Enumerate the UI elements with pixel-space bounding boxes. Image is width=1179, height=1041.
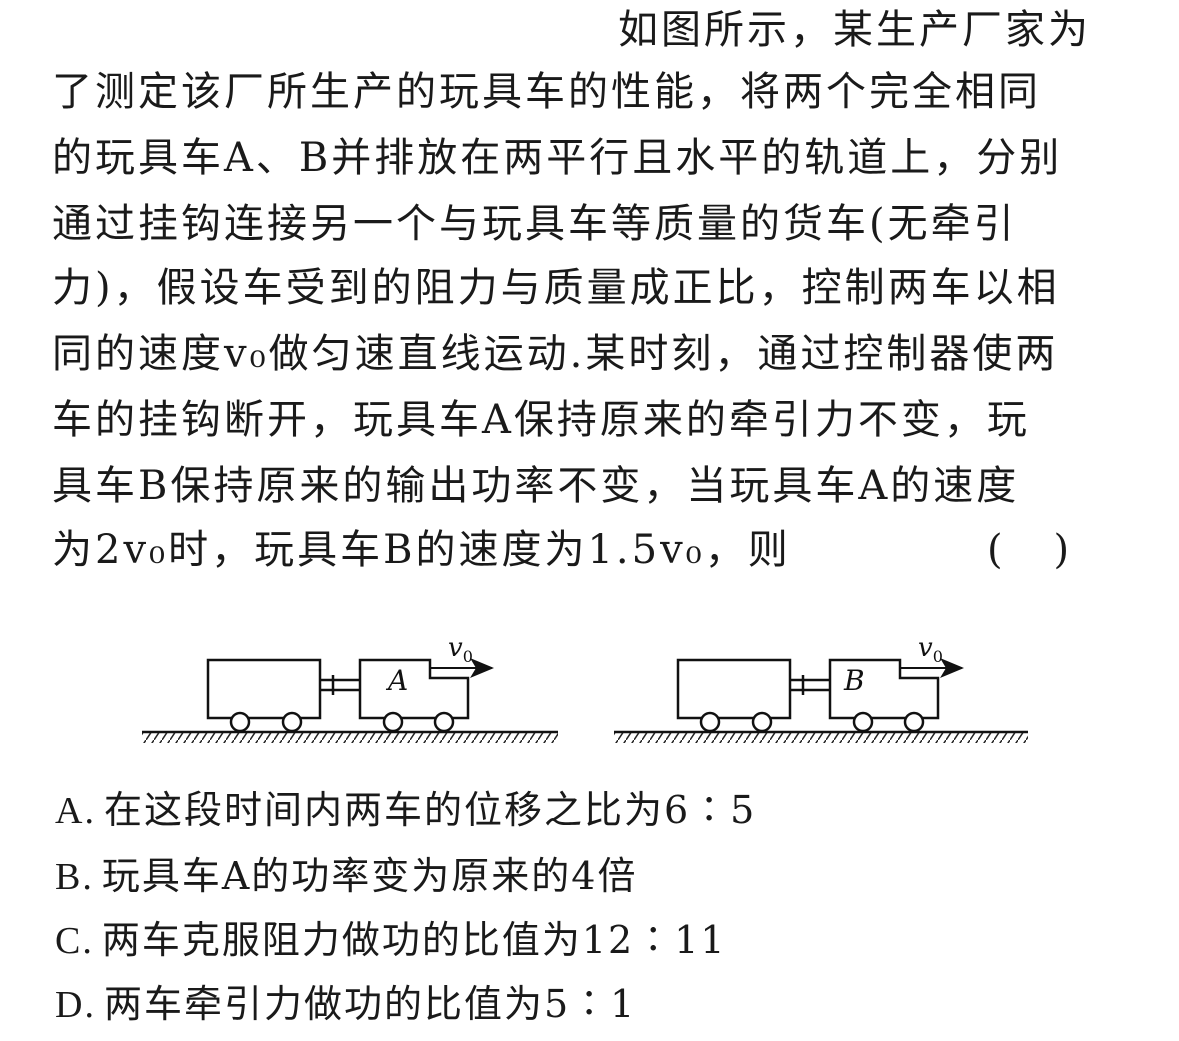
- freight-car-wheel: [699, 711, 721, 733]
- problem-line-8: 具车B保持原来的输出功率不变，当玩具车A的速度: [52, 463, 1020, 509]
- toy-car-figure: A v0 B v0: [142, 633, 1028, 743]
- option-a[interactable]: A.在这段时间内两车的位移之比为6∶5: [55, 780, 756, 840]
- problem-line-6: 同的速度v₀做匀速直线运动.某时刻，通过控制器使两: [52, 331, 1059, 377]
- freight-car-body: [206, 658, 322, 720]
- option-text: 玩具车A的功率变为原来的4倍: [101, 854, 638, 898]
- freight-car-wheel: [281, 711, 303, 733]
- toy-car-b-wheel: [852, 711, 874, 733]
- option-c[interactable]: C.两车克服阻力做功的比值为12∶11: [55, 910, 727, 970]
- toy-car-b-body: [828, 658, 940, 720]
- toy-car-a-body: [358, 658, 470, 720]
- toy-car-a-wheel: [382, 711, 404, 733]
- ground-hatch: [614, 733, 1028, 743]
- problem-line-7: 车的挂钩断开，玩具车A保持原来的牵引力不变，玩: [52, 397, 1030, 443]
- problem-line-3: 的玩具车A、B并排放在两平行且水平的轨道上，分别: [52, 135, 1063, 181]
- freight-car-wheel: [229, 711, 251, 733]
- option-letter: B.: [55, 856, 94, 898]
- problem-line-5: 力)，假设车受到的阻力与质量成正比，控制两车以相: [52, 265, 1060, 311]
- option-letter: C.: [55, 920, 94, 962]
- option-text: 两车牵引力做功的比值为5∶1: [103, 982, 637, 1026]
- freight-car-wheel: [751, 711, 773, 733]
- ground-hatch: [142, 733, 558, 743]
- group-car-a: A v0: [142, 633, 558, 743]
- problem-line-9: 为2v₀时，玩具车B的速度为1.5v₀，则: [52, 527, 791, 573]
- toy-car-a-wheel: [433, 711, 455, 733]
- option-b[interactable]: B.玩具车A的功率变为原来的4倍: [55, 846, 637, 906]
- group-car-b: B v0: [614, 633, 1028, 743]
- option-text: 在这段时间内两车的位移之比为6∶5: [103, 788, 757, 832]
- option-text: 两车克服阻力做功的比值为12∶11: [101, 918, 727, 962]
- car-b-label: B: [843, 664, 865, 697]
- toy-car-b-wheel: [903, 711, 925, 733]
- problem-line-4: 通过挂钩连接另一个与玩具车等质量的货车(无牵引: [52, 201, 1017, 247]
- option-d[interactable]: D.两车牵引力做功的比值为5∶1: [55, 974, 636, 1034]
- freight-car-body: [676, 658, 792, 720]
- option-letter: A.: [55, 790, 96, 832]
- problem-line-2: 了测定该厂所生产的玩具车的性能，将两个完全相同: [52, 69, 1041, 115]
- velocity-label: v0: [918, 633, 943, 666]
- problem-line-1: 如图所示，某生产厂家为: [618, 7, 1091, 53]
- velocity-label: v0: [448, 633, 473, 666]
- car-a-label: A: [385, 664, 408, 697]
- option-letter: D.: [55, 984, 96, 1026]
- answer-blank: ( ): [987, 527, 1070, 573]
